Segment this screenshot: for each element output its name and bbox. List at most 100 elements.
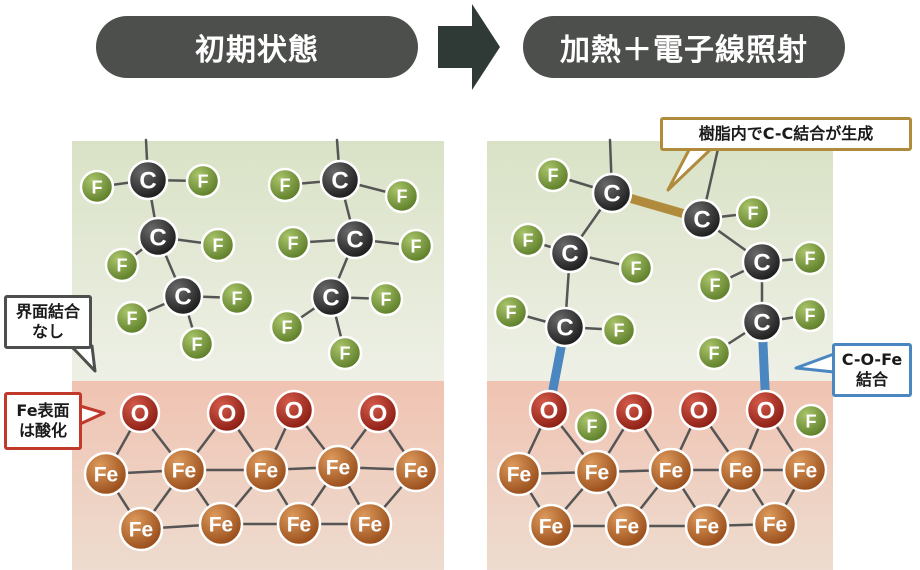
fluorine-atom-label: F <box>192 334 203 354</box>
fluorine-atom-circle <box>574 408 610 444</box>
iron-atom: Fe <box>198 501 244 547</box>
fluorine-atom-label: F <box>198 171 209 191</box>
iron-atom: Fe <box>684 503 730 549</box>
oxygen-atom-circle <box>745 389 787 431</box>
fluorine-atom-circle <box>104 247 140 283</box>
fluorine-atom-label: F <box>117 255 128 275</box>
oxygen-atom-circle <box>528 389 570 431</box>
fluorine-atom-label: F <box>805 248 816 268</box>
carbon-atom-circle <box>162 275 204 317</box>
fluorine-atom: F <box>697 267 733 303</box>
carbon-atom: C <box>544 306 586 348</box>
oxygen-atom-label: O <box>285 398 304 425</box>
iron-atom: Fe <box>496 451 542 497</box>
fluorine-atom-label: F <box>806 411 817 431</box>
fluorine-atom-label: F <box>92 177 103 197</box>
iron-atom-label: Fe <box>94 464 119 487</box>
oxygen-atom: O <box>613 391 655 433</box>
carbon-atom-circle <box>319 159 361 201</box>
carbon-atom: C <box>127 159 169 201</box>
carbon-atom-label: C <box>603 181 620 208</box>
iron-atom-label: Fe <box>659 460 684 483</box>
fluorine-atom: F <box>696 335 732 371</box>
fluorine-atom: F <box>618 250 654 286</box>
oxygen-atom: O <box>745 389 787 431</box>
oxidized-line2: は酸化 <box>18 421 67 440</box>
carbon-atom-label: C <box>322 285 339 312</box>
iron-atom-circle <box>574 449 620 495</box>
fluorine-atom-label: F <box>587 416 598 436</box>
iron-atom-label: Fe <box>209 514 234 537</box>
fluorine-atom-circle <box>384 178 420 214</box>
iron-atom-circle <box>752 501 798 547</box>
iron-atom: Fe <box>276 501 322 547</box>
iron-atom-label: Fe <box>615 516 640 539</box>
fluorine-atom: F <box>368 281 404 317</box>
fluorine-atom-circle <box>601 312 637 348</box>
cofe-bond-callout: C-O-Fe 結合 <box>832 343 912 397</box>
oxygen-atom-circle <box>273 389 315 431</box>
fluorine-atom-circle <box>792 240 828 276</box>
fluorine-atom-circle <box>275 225 311 261</box>
fluorine-atom: F <box>275 225 311 261</box>
iron-atom-circle <box>347 501 393 547</box>
fluorine-atom: F <box>185 163 221 199</box>
oxygen-atom-circle <box>119 392 161 434</box>
fluorine-atom-label: F <box>805 305 816 325</box>
iron-atom-circle <box>276 501 322 547</box>
fluorine-atom: F <box>510 222 546 258</box>
heat-irradiation-label: 加熱＋電子線照射 <box>523 16 845 78</box>
fluorine-atom: F <box>327 335 363 371</box>
iron-atom: Fe <box>393 447 439 493</box>
iron-atom-label: Fe <box>129 519 154 542</box>
carbon-atom-circle <box>681 198 723 240</box>
iron-atom: Fe <box>718 447 764 493</box>
iron-atom-label: Fe <box>358 514 383 537</box>
fluorine-atom: F <box>493 294 529 330</box>
fluorine-atom: F <box>792 240 828 276</box>
fluorine-atom-circle <box>267 167 303 203</box>
fluorine-atom-label: F <box>282 317 293 337</box>
carbon-atom: C <box>162 275 204 317</box>
fe-oxidized-callout: Fe表面 は酸化 <box>4 392 82 450</box>
cofe-line2: 結合 <box>855 370 888 389</box>
fluorine-atom: F <box>792 297 828 333</box>
fluorine-atom-circle <box>618 250 654 286</box>
fluorine-atom-circle <box>114 300 150 336</box>
iron-atom-label: Fe <box>763 514 788 537</box>
fluorine-atom: F <box>574 408 610 444</box>
carbon-atom: C <box>319 159 361 201</box>
fluorine-atom-label: F <box>127 308 138 328</box>
carbon-atom: C <box>591 172 633 214</box>
no-bond-line1: 界面結合 <box>15 302 80 321</box>
fluorine-atom-circle <box>697 267 733 303</box>
no-bond-line2: なし <box>31 322 64 341</box>
iron-atom-circle <box>496 451 542 497</box>
fluorine-atom-label: F <box>232 288 243 308</box>
iron-atom-circle <box>161 447 207 493</box>
fluorine-atom-circle <box>368 281 404 317</box>
iron-atom: Fe <box>752 501 798 547</box>
iron-atom-circle <box>782 447 828 493</box>
carbon-atom: C <box>137 216 179 258</box>
iron-atom-label: Fe <box>793 460 818 483</box>
carbon-atom-label: C <box>174 284 191 311</box>
fluorine-atom-label: F <box>710 275 721 295</box>
oxygen-atom-circle <box>678 389 720 431</box>
fluorine-atom-circle <box>696 335 732 371</box>
oxygen-atom-label: O <box>540 398 559 425</box>
fluorine-atom: F <box>267 167 303 203</box>
fluorine-atom-circle <box>219 280 255 316</box>
carbon-atom-label: C <box>331 168 348 195</box>
fluorine-atom-circle <box>327 335 363 371</box>
fluorine-atom-label: F <box>397 186 408 206</box>
cc-bond-text: 樹脂内でC-C結合が生成 <box>698 124 874 143</box>
carbon-atom: C <box>741 301 783 343</box>
iron-atom-label: Fe <box>287 514 312 537</box>
iron-atom-circle <box>648 447 694 493</box>
iron-atom: Fe <box>347 501 393 547</box>
fluorine-atom-label: F <box>288 233 299 253</box>
oxygen-atom-label: O <box>690 398 709 425</box>
oxygen-atom: O <box>119 392 161 434</box>
oxygen-atom: O <box>528 389 570 431</box>
